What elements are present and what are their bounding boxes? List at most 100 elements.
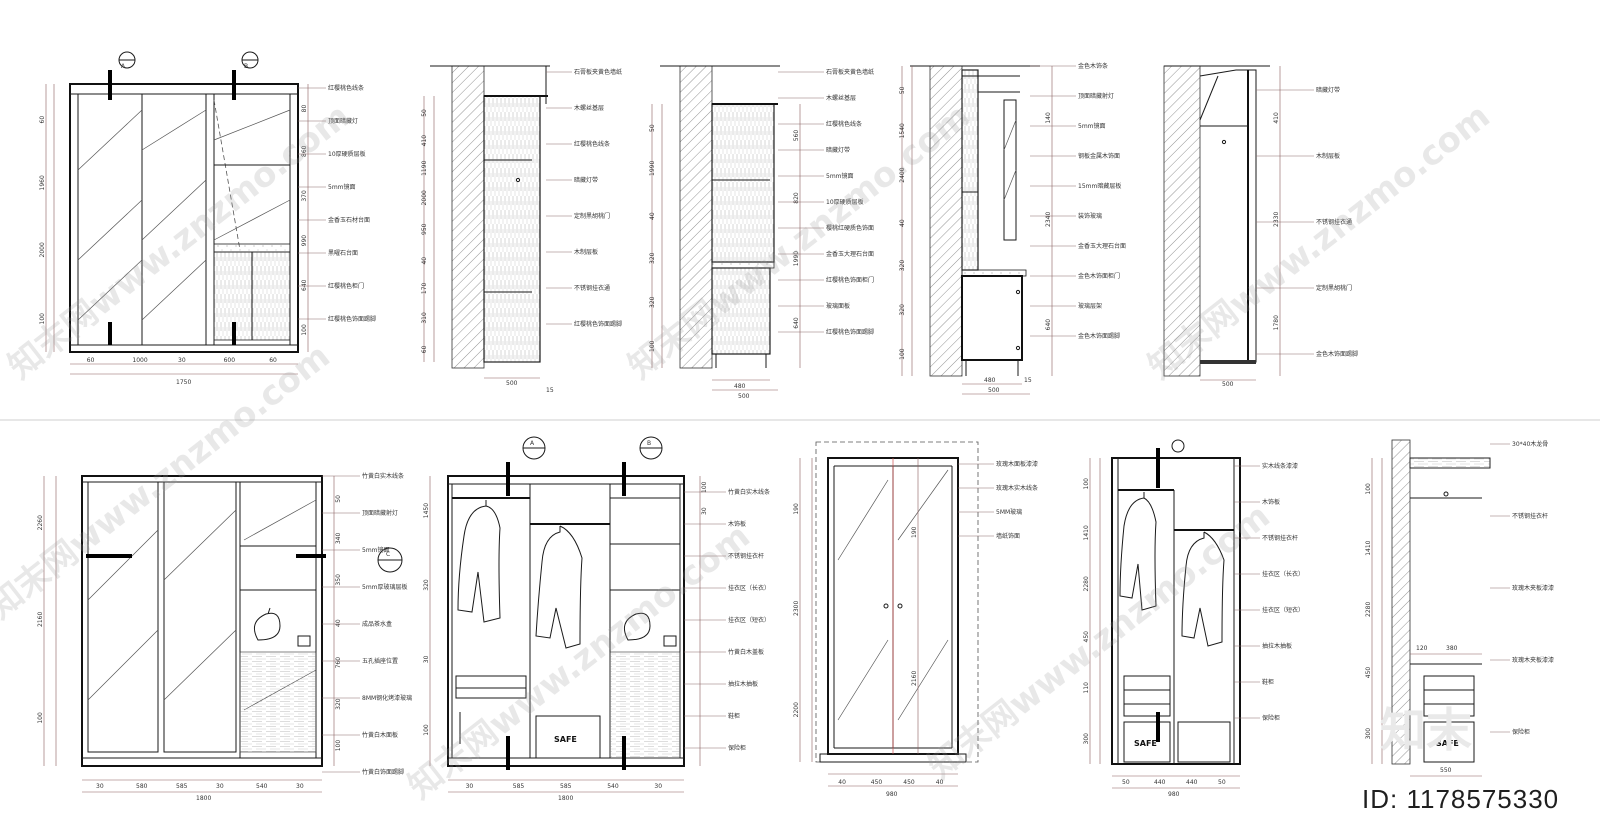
e5-section-symbol	[1171, 439, 1185, 453]
s2-callout-2: 红樱桃色线条	[826, 120, 862, 128]
s3-dims_right-0: 140	[1045, 112, 1052, 124]
s1-callout-4: 定制黑胡桃门	[574, 212, 610, 220]
e1-dims_right-4: 640	[301, 279, 308, 291]
e1-symbol-b-label: B	[244, 63, 248, 70]
s1-dims_left-8: 60	[421, 345, 428, 353]
s5-callout-2: 玫瑰木夹板漆漆	[1512, 584, 1554, 592]
e2-dims_left-0: 2260	[37, 515, 44, 530]
site-logo: 知末	[1380, 703, 1472, 757]
e1-dim-total: 1750	[176, 379, 191, 386]
s2-dims_left-1: 1990	[649, 161, 656, 176]
s5-safe-label: SAFE	[1436, 739, 1459, 748]
s2-dim-bottom-500: 500	[738, 393, 750, 400]
s1-dim-bottom-2: 15	[546, 387, 554, 394]
e2-lower-panel	[239, 651, 317, 753]
e2-dims_bottom-5: 30	[296, 783, 304, 790]
e1-dims_left-1: 1960	[39, 175, 46, 190]
e3-callout-5: 竹黄白木盖板	[728, 648, 764, 656]
s1-callout-6: 不锈钢挂衣通	[574, 284, 610, 292]
e4-callout-3: 墙纸饰面	[996, 532, 1020, 540]
sheet-id: ID: 1178575330	[1362, 784, 1559, 814]
e2-dims_right-4: 760	[335, 657, 342, 669]
e5-dims_bottom-0: 50	[1122, 779, 1130, 786]
e2-callouts: 竹黄白实木线条顶面暗藏射灯5mm镜面5mm厚玻璃层板成品茶水盒五孔插座位置8MM…	[322, 472, 412, 776]
e5-dims_bottom-3: 50	[1218, 779, 1226, 786]
e1-dims_bottom-4: 60	[269, 357, 277, 364]
e4-callout-2: 5MM玻璃	[996, 508, 1022, 516]
s1-callout-7: 红樱桃色饰面踢脚	[574, 320, 622, 328]
s1-dims_left-3: 2000	[421, 190, 428, 205]
e2-dims_right-1: 340	[335, 533, 342, 545]
s3-callout-4: 15mm暗藏层板	[1078, 182, 1121, 190]
e3-callout-8: 保险柜	[728, 744, 746, 752]
e1-dims_right-2: 370	[301, 190, 308, 202]
e4-dims_right-1: 2160	[911, 671, 918, 686]
e1-countertop	[213, 243, 291, 253]
e1-dims_bottom-0: 60	[87, 357, 95, 364]
s3-callout-1: 顶面暗藏射灯	[1078, 92, 1114, 100]
e5-callout-7: 保险柜	[1262, 714, 1280, 722]
s2-dims_right-2: 1990	[793, 251, 800, 266]
s5-callout-0: 30*40木龙骨	[1512, 440, 1548, 448]
e4-dims_left-0: 190	[793, 503, 800, 515]
watermark-text-6: 知末网www.znzmo.com	[921, 496, 1278, 787]
s2-dims_left-3: 320	[649, 252, 656, 264]
e5-robe-right	[1181, 531, 1225, 647]
s5-safe	[1423, 721, 1475, 763]
e5-dims_bottom-1: 440	[1154, 779, 1166, 786]
e4-dims_bottom-3: 40	[936, 779, 944, 786]
s3-callout-7: 金色木饰面柜门	[1078, 272, 1120, 280]
s4-callout-2: 不锈钢挂衣通	[1316, 218, 1352, 226]
s4-dims_right-1: 2330	[1273, 212, 1280, 227]
s2-dims_right-1: 820	[793, 192, 800, 204]
e5-robe-left	[1119, 492, 1157, 611]
s3-lower-cabinet	[961, 275, 1023, 361]
s5-wall-hatch	[1391, 439, 1411, 765]
e1-callout-1: 顶面暗藏灯	[328, 117, 358, 125]
s4-dims_right-2: 1780	[1273, 315, 1280, 330]
e2-dims_right-3: 40	[335, 619, 342, 627]
s5-callout-1: 不锈钢挂衣杆	[1512, 512, 1548, 520]
e4-handle-left	[883, 603, 889, 609]
e5-dims_bottom-2: 440	[1186, 779, 1198, 786]
e5-dim-total: 980	[1168, 791, 1180, 798]
s1-callout-0: 石膏板夹黄色墙纸	[574, 68, 622, 76]
e5-dims_left-3: 450	[1083, 631, 1090, 643]
s2-dims_right-0: 560	[793, 130, 800, 142]
e2-dims_bottom-1: 580	[136, 783, 148, 790]
e4-dims_left-1: 2300	[793, 601, 800, 616]
e3-callout-6: 抽拉木抽板	[728, 680, 758, 688]
e3-callout-0: 竹黄白实木线条	[728, 488, 770, 496]
e4-callout-0: 玫瑰木面板漆漆	[996, 460, 1038, 468]
s2-callout-7: 金香玉大理石台面	[826, 250, 874, 258]
e2-dims_bottom-2: 585	[176, 783, 188, 790]
e3-dims_bottom-3: 540	[607, 783, 619, 790]
e1-dims_right-0: 80	[301, 105, 308, 113]
e3-tea-set	[623, 612, 651, 641]
e3-symbol-b-label: B	[647, 440, 651, 447]
e3-callout-1: 木饰板	[728, 520, 746, 528]
s3-dims_left-3: 40	[899, 219, 906, 227]
e3-dims_bottom-2: 585	[560, 783, 572, 790]
s4-callout-1: 木制层板	[1316, 152, 1340, 160]
e5-safe-label: SAFE	[1134, 739, 1157, 748]
e5-safe	[1123, 721, 1171, 763]
e3-callout-3: 挂衣区（长衣）	[728, 584, 770, 592]
s5-dims_left-4: 300	[1365, 728, 1372, 740]
e1-dims_left-3: 100	[39, 313, 46, 325]
s3-upper-panel	[961, 69, 979, 271]
e3-callout-4: 挂衣区（短衣）	[728, 616, 770, 624]
e2-dims_bottom-4: 540	[256, 783, 268, 790]
s4-callout-0: 暗藏灯带	[1316, 86, 1340, 94]
e5-dims_left-4: 110	[1083, 682, 1090, 694]
s3-dims_right-1: 2340	[1045, 212, 1052, 227]
e4-dims_right-0: 190	[911, 526, 918, 538]
